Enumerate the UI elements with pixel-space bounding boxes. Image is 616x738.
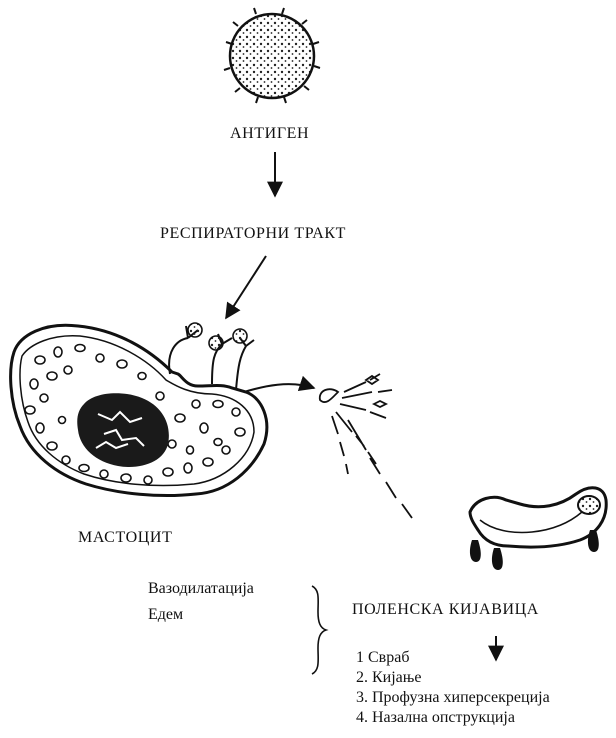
symptom-item: 3. Профузна хиперсекреција — [356, 688, 550, 708]
pollen-sneeze-label: ПОЛЕНСКА КИЈАВИЦА — [352, 600, 539, 620]
effect-item: Вазодилатација — [148, 576, 254, 602]
antigen-pollen-icon — [224, 8, 320, 103]
arrow-tract-to-cell — [226, 256, 266, 318]
symptom-item: 1 Свраб — [356, 648, 550, 668]
release-arrow — [244, 384, 314, 392]
symptom-item: 2. Кијање — [356, 668, 550, 688]
effects-brace — [312, 586, 326, 674]
effect-item: Едем — [148, 602, 254, 628]
mediators-icon — [320, 374, 412, 518]
mast-cell-icon — [11, 323, 267, 496]
nasal-tissue-icon — [470, 488, 606, 570]
respiratory-tract-label: РЕСПИРАТОРНИ ТРАКТ — [160, 224, 346, 244]
symptom-item: 4. Назална опструкција — [356, 708, 550, 728]
antigen-label: АНТИГЕН — [230, 124, 309, 144]
effects-list: Вазодилатација Едем — [148, 576, 254, 628]
mastocyte-label: МАСТОЦИТ — [78, 528, 172, 548]
symptoms-list: 1 Свраб 2. Кијање 3. Профузна хиперсекре… — [356, 648, 550, 728]
